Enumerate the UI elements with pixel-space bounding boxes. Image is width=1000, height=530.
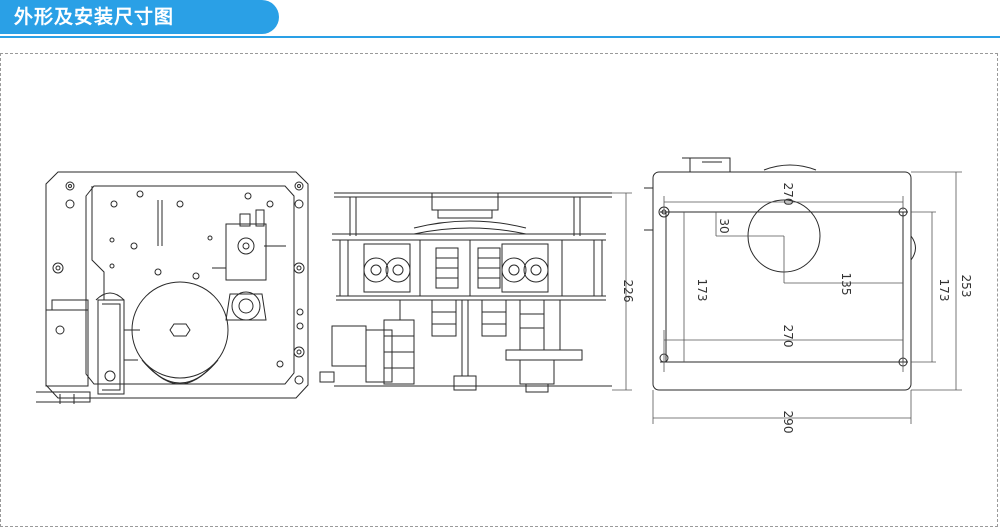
rear-view <box>644 157 916 391</box>
side-view <box>319 192 612 393</box>
front-view <box>36 171 309 404</box>
drawing-frame <box>0 53 998 527</box>
dim-vertical-135: 135 <box>839 273 853 296</box>
dimension-lines <box>612 171 962 424</box>
dim-top-hole-span: 270 <box>781 183 795 206</box>
dim-right-hole-height: 173 <box>937 279 951 302</box>
dim-side-height: 226 <box>621 280 635 303</box>
section-title: 外形及安装尺寸图 <box>14 6 175 28</box>
dim-offset-30: 30 <box>717 218 731 233</box>
dim-bottom-hole-span: 270 <box>781 325 795 348</box>
dim-overall-height: 253 <box>959 275 973 298</box>
header-underline <box>0 36 1000 38</box>
dim-overall-width: 290 <box>781 411 795 434</box>
section-header-tab: 外形及安装尺寸图 <box>0 0 279 34</box>
dim-left-hole-height: 173 <box>695 279 709 302</box>
